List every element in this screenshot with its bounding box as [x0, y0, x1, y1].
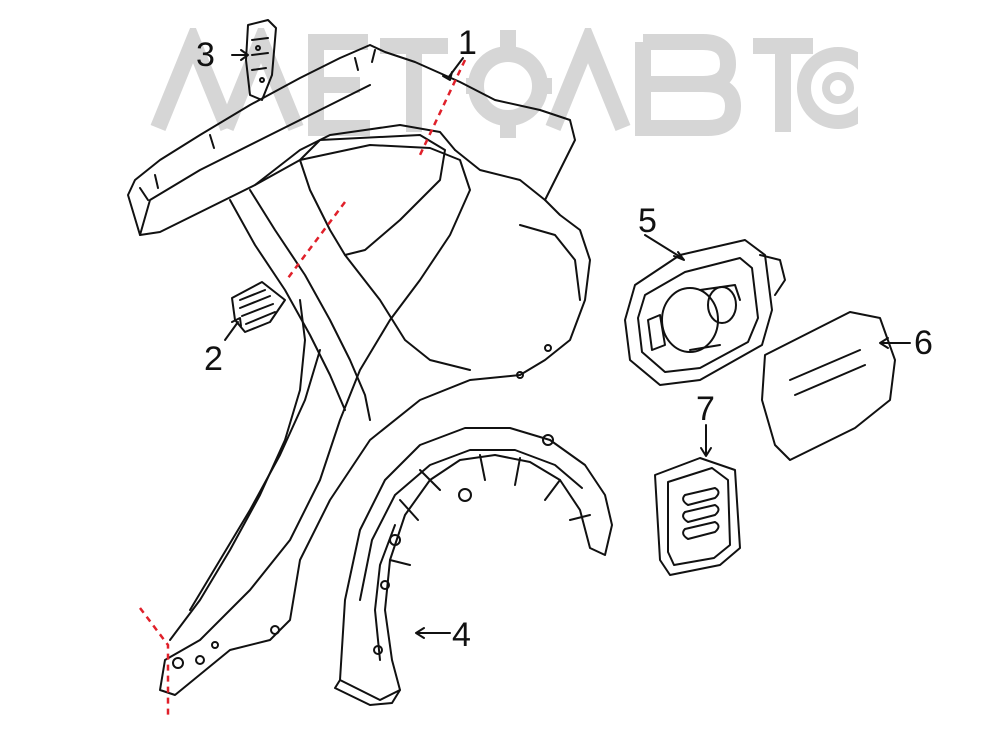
fuel-door-part-6	[761, 311, 896, 461]
callout-5: 5	[638, 202, 657, 240]
wheel-liner-part-4	[334, 427, 613, 706]
callout-2: 2	[204, 340, 223, 378]
callout-1: 1	[458, 24, 477, 62]
leader-lines	[224, 49, 911, 639]
callout-6: 6	[914, 324, 933, 362]
callout-3: 3	[196, 36, 215, 74]
callout-4: 4	[452, 616, 471, 654]
quarter-panel-part-1	[127, 44, 591, 696]
watermark-logo	[150, 28, 858, 138]
bracket-part-3	[245, 19, 277, 101]
cut-lines	[139, 59, 467, 718]
vent-grille-part-7	[654, 457, 741, 576]
callout-7: 7	[696, 390, 715, 428]
fuel-filler-housing-part-5	[624, 239, 786, 386]
